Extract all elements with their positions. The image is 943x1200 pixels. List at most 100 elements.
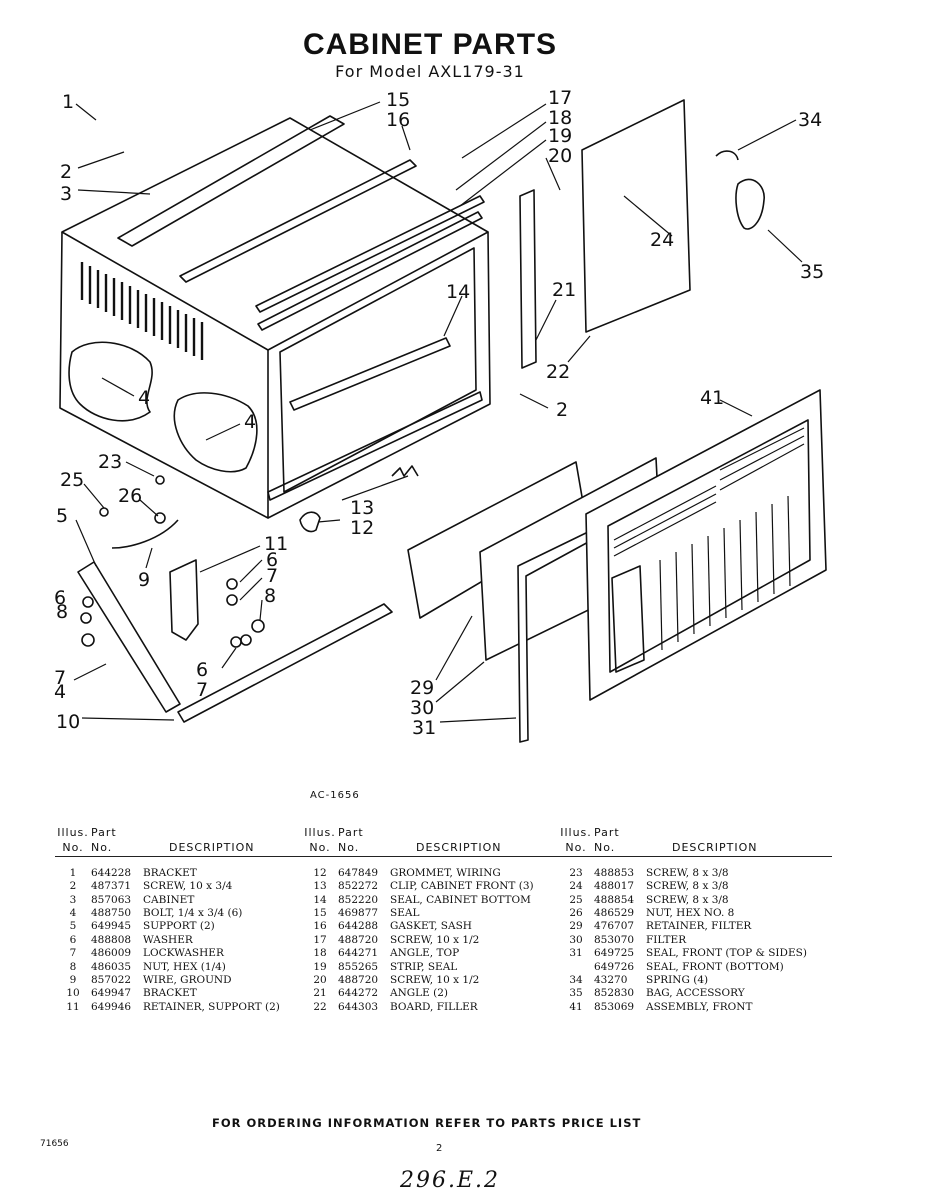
panel-drawing — [519, 99, 765, 369]
callout-label: 2 — [60, 161, 72, 183]
callout-label: 26 — [118, 485, 142, 507]
document-code: 71656 — [40, 1139, 69, 1149]
callout-label: 9 — [138, 569, 150, 591]
callout-label: 21 — [552, 279, 576, 301]
page-title: CABINET PARTS — [302, 28, 558, 61]
callout-label: 30 — [410, 697, 434, 719]
callout-label: 7 — [54, 667, 66, 689]
callout-label: 10 — [56, 711, 80, 733]
callout-label: 6 — [54, 587, 66, 609]
header-illus: Illus. — [304, 826, 336, 839]
callout-label: 2 — [556, 399, 568, 421]
callout-label: 29 — [410, 677, 434, 699]
ordering-info: FOR ORDERING INFORMATION REFER TO PARTS … — [212, 1116, 642, 1130]
callout-label: 4 — [138, 387, 150, 409]
header-part: Part — [91, 826, 117, 839]
callout-label: 4 — [54, 681, 66, 703]
callout-label: 8 — [264, 585, 276, 607]
callout-label: 11 — [264, 533, 288, 555]
header-illus: Illus. — [57, 826, 89, 839]
callout-label: 6 — [266, 549, 278, 571]
callout-label: 5 — [56, 505, 68, 527]
callout-label: 13 — [350, 497, 374, 519]
callout-label: 18 — [548, 107, 572, 129]
callout-label: 20 — [548, 145, 572, 167]
callout-label: 4 — [244, 411, 256, 433]
callout-label: 24 — [650, 229, 674, 251]
callout-label: 23 — [98, 451, 122, 473]
header-part-no: No. — [91, 841, 143, 857]
callout-label: 12 — [350, 517, 374, 539]
header-description: DESCRIPTION — [646, 841, 832, 857]
callout-label: 16 — [386, 109, 410, 131]
callout-label: 34 — [798, 109, 822, 131]
callout-label: 7 — [196, 679, 208, 701]
callout-label: 15 — [386, 89, 410, 111]
header-part: Part — [594, 826, 620, 839]
header-no: No. — [302, 841, 338, 857]
callout-label: 41 — [700, 387, 724, 409]
exploded-parts-diagram: 1231516171819203424351421222414423252659… — [54, 87, 827, 743]
callout-label: 25 — [60, 469, 84, 491]
header-part: Part — [338, 826, 364, 839]
callout-label: 22 — [546, 361, 570, 383]
header-part-no: No. — [594, 841, 646, 857]
header-illus: Illus. — [560, 826, 592, 839]
filter-drawing — [407, 389, 827, 743]
handwritten-note: 296.E.2 — [400, 1168, 501, 1193]
callout-label: 7 — [266, 565, 278, 587]
callout-label: 35 — [800, 261, 824, 283]
header-description: DESCRIPTION — [390, 841, 576, 857]
callout-label: 1 — [62, 91, 74, 113]
callout-label: 17 — [548, 87, 572, 109]
model-subtitle: For Model AXL179-31 — [335, 62, 525, 81]
header-no: No. — [558, 841, 594, 857]
callout-label: 3 — [60, 183, 72, 205]
diagram-reference: AC-1656 — [310, 790, 360, 801]
cabinet-drawing — [59, 115, 491, 519]
callout-label: 31 — [412, 717, 436, 739]
callout-label: 19 — [548, 125, 572, 147]
page-number: 2 — [436, 1143, 443, 1154]
header-no: No. — [55, 841, 91, 857]
callout-label: 6 — [196, 659, 208, 681]
leader-lines — [73, 101, 803, 723]
callout-label: 14 — [446, 281, 470, 303]
support-drawing — [77, 465, 419, 723]
header-part-no: No. — [338, 841, 390, 857]
